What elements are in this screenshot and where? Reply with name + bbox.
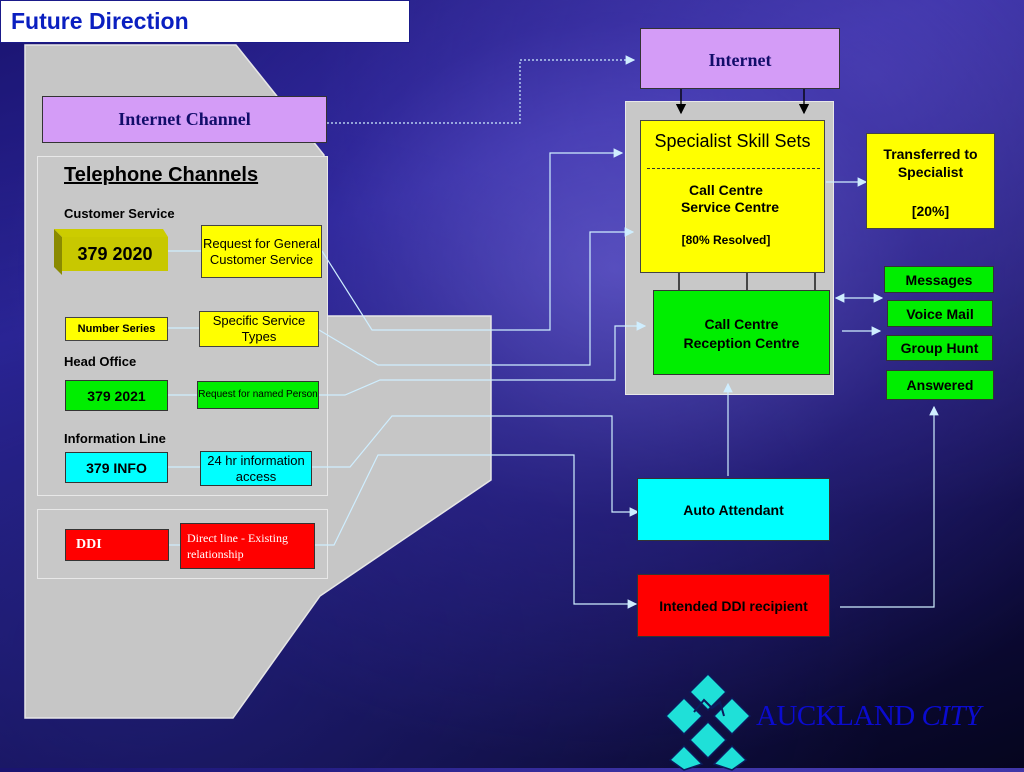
auckland-city-logo-text: AUCKLAND CITY	[756, 700, 981, 733]
call-centre-service-text-1: Call Centre	[689, 182, 763, 198]
information-line-label: Information Line	[64, 431, 166, 446]
voice-mail-box: Voice Mail	[887, 300, 993, 327]
transferred-text-1: Transferred to	[883, 146, 978, 162]
transferred-pct: [20%]	[911, 203, 950, 219]
internet-channel-box: Internet Channel	[42, 96, 327, 143]
specialist-skill-sets-text: Specialist Skill Sets	[654, 131, 811, 151]
page-title: Future Direction	[0, 0, 410, 43]
number-379-2021-box: 379 2021	[65, 380, 168, 411]
call-centre-service-box: Specialist Skill Sets Call Centre Servic…	[640, 120, 825, 273]
auckland-city-logo-icon	[664, 672, 752, 771]
logo-text-italic: CITY	[921, 700, 981, 732]
telephone-channels-heading: Telephone Channels	[64, 164, 259, 186]
call-centre-service-text-2: Service Centre	[680, 199, 780, 215]
transferred-box: Transferred to Specialist [20%]	[866, 133, 995, 229]
direct-line-box: Direct line - Existing relationship	[180, 523, 315, 569]
messages-box: Messages	[884, 266, 994, 293]
customer-service-label: Customer Service	[64, 206, 175, 221]
internet-box: Internet	[640, 28, 840, 89]
request-general-box: Request for General Customer Service	[201, 225, 322, 278]
request-named-box: Request for named Person	[197, 381, 319, 409]
number-379-info-box: 379 INFO	[65, 452, 168, 483]
info-24hr-box: 24 hr information access	[200, 451, 312, 486]
logo-text-main: AUCKLAND	[756, 700, 915, 732]
number-379-2020-box: 379 2020	[62, 237, 168, 271]
intended-ddi-box: Intended DDI recipient	[637, 574, 830, 637]
ddi-box: DDI	[65, 529, 169, 561]
number-series-box: Number Series	[65, 317, 168, 341]
group-hunt-box: Group Hunt	[886, 335, 993, 361]
reception-text-2: Reception Centre	[683, 335, 800, 351]
resolved-text: [80% Resolved]	[681, 233, 771, 247]
transferred-text-2: Specialist	[897, 164, 964, 180]
reception-text-1: Call Centre	[704, 316, 779, 332]
specific-service-box: Specific Service Types	[199, 311, 319, 347]
head-office-label: Head Office	[64, 354, 137, 369]
auto-attendant-box: Auto Attendant	[637, 478, 830, 541]
dashed-divider	[647, 168, 820, 169]
answered-box: Answered	[886, 370, 994, 400]
reception-centre-box: Call Centre Reception Centre	[653, 290, 830, 375]
